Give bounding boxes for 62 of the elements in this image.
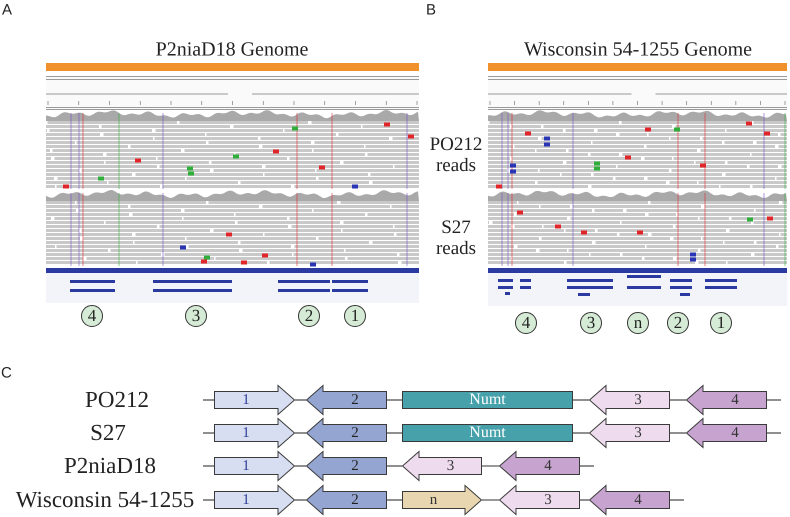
panel-title: P2niaD18 Genome <box>156 38 308 62</box>
gene-feature: 3 <box>589 385 670 415</box>
backbone-line <box>295 432 306 434</box>
backbone-line <box>482 465 499 467</box>
gene-feature: 2 <box>306 418 387 448</box>
gene-feature: 3 <box>402 451 482 481</box>
gene-feature: 2 <box>306 485 387 515</box>
circled-number: 4 <box>81 305 103 327</box>
circled-number: 3 <box>580 312 602 334</box>
backbone-line <box>580 499 589 501</box>
gene-feature: 4 <box>686 418 767 448</box>
backbone-line <box>203 399 214 401</box>
gene-feature: n <box>402 485 482 515</box>
circled-number: 2 <box>667 312 689 334</box>
gene-feature: 4 <box>499 451 580 481</box>
gene-feature: 3 <box>499 485 580 515</box>
backbone-line <box>482 499 499 501</box>
strain-label: PO212 <box>85 386 149 414</box>
backbone-line <box>670 499 684 501</box>
gene-feature: 4 <box>589 485 670 515</box>
panel-title: Wisconsin 54-1255 Genome <box>524 38 752 62</box>
circled-number: 1 <box>710 312 732 334</box>
backbone-line <box>387 432 402 434</box>
insert-block: Numt <box>402 391 573 409</box>
gene-feature: 1 <box>214 385 295 415</box>
insert-block: Numt <box>402 424 573 442</box>
circled-number: 2 <box>298 305 320 327</box>
backbone-line <box>767 432 781 434</box>
strain-label: Wisconsin 54-1255 <box>16 486 194 514</box>
panel-letter: C <box>1 364 12 382</box>
circled-number: 4 <box>515 312 537 334</box>
strain-label: S27 <box>90 420 126 446</box>
strain-label: P2niaD18 <box>64 452 156 480</box>
gene-feature: 3 <box>589 418 670 448</box>
track-label: S27 reads <box>434 217 478 259</box>
backbone-line <box>203 465 214 467</box>
backbone-line <box>387 399 402 401</box>
gene-feature: 2 <box>306 385 387 415</box>
gene-feature: 4 <box>686 385 767 415</box>
backbone-line <box>573 399 589 401</box>
panel-letter: B <box>426 1 436 19</box>
gene-feature: 2 <box>306 451 387 481</box>
backbone-line <box>203 499 214 501</box>
backbone-line <box>295 499 306 501</box>
backbone-line <box>387 499 402 501</box>
backbone-line <box>295 465 306 467</box>
gene-feature: 1 <box>214 451 295 481</box>
panel-letter: A <box>2 1 12 19</box>
backbone-line <box>670 399 686 401</box>
track-label: PO212 reads <box>428 134 484 176</box>
circled-number: 1 <box>344 305 366 327</box>
backbone-line <box>580 465 594 467</box>
backbone-line <box>573 432 589 434</box>
gene-feature: 1 <box>214 418 295 448</box>
gene-feature: 1 <box>214 485 295 515</box>
backbone-line <box>295 399 306 401</box>
circled-number: 3 <box>185 305 207 327</box>
backbone-line <box>387 465 402 467</box>
circled-number: n <box>627 312 649 334</box>
backbone-line <box>767 399 781 401</box>
backbone-line <box>203 432 214 434</box>
backbone-line <box>670 432 686 434</box>
